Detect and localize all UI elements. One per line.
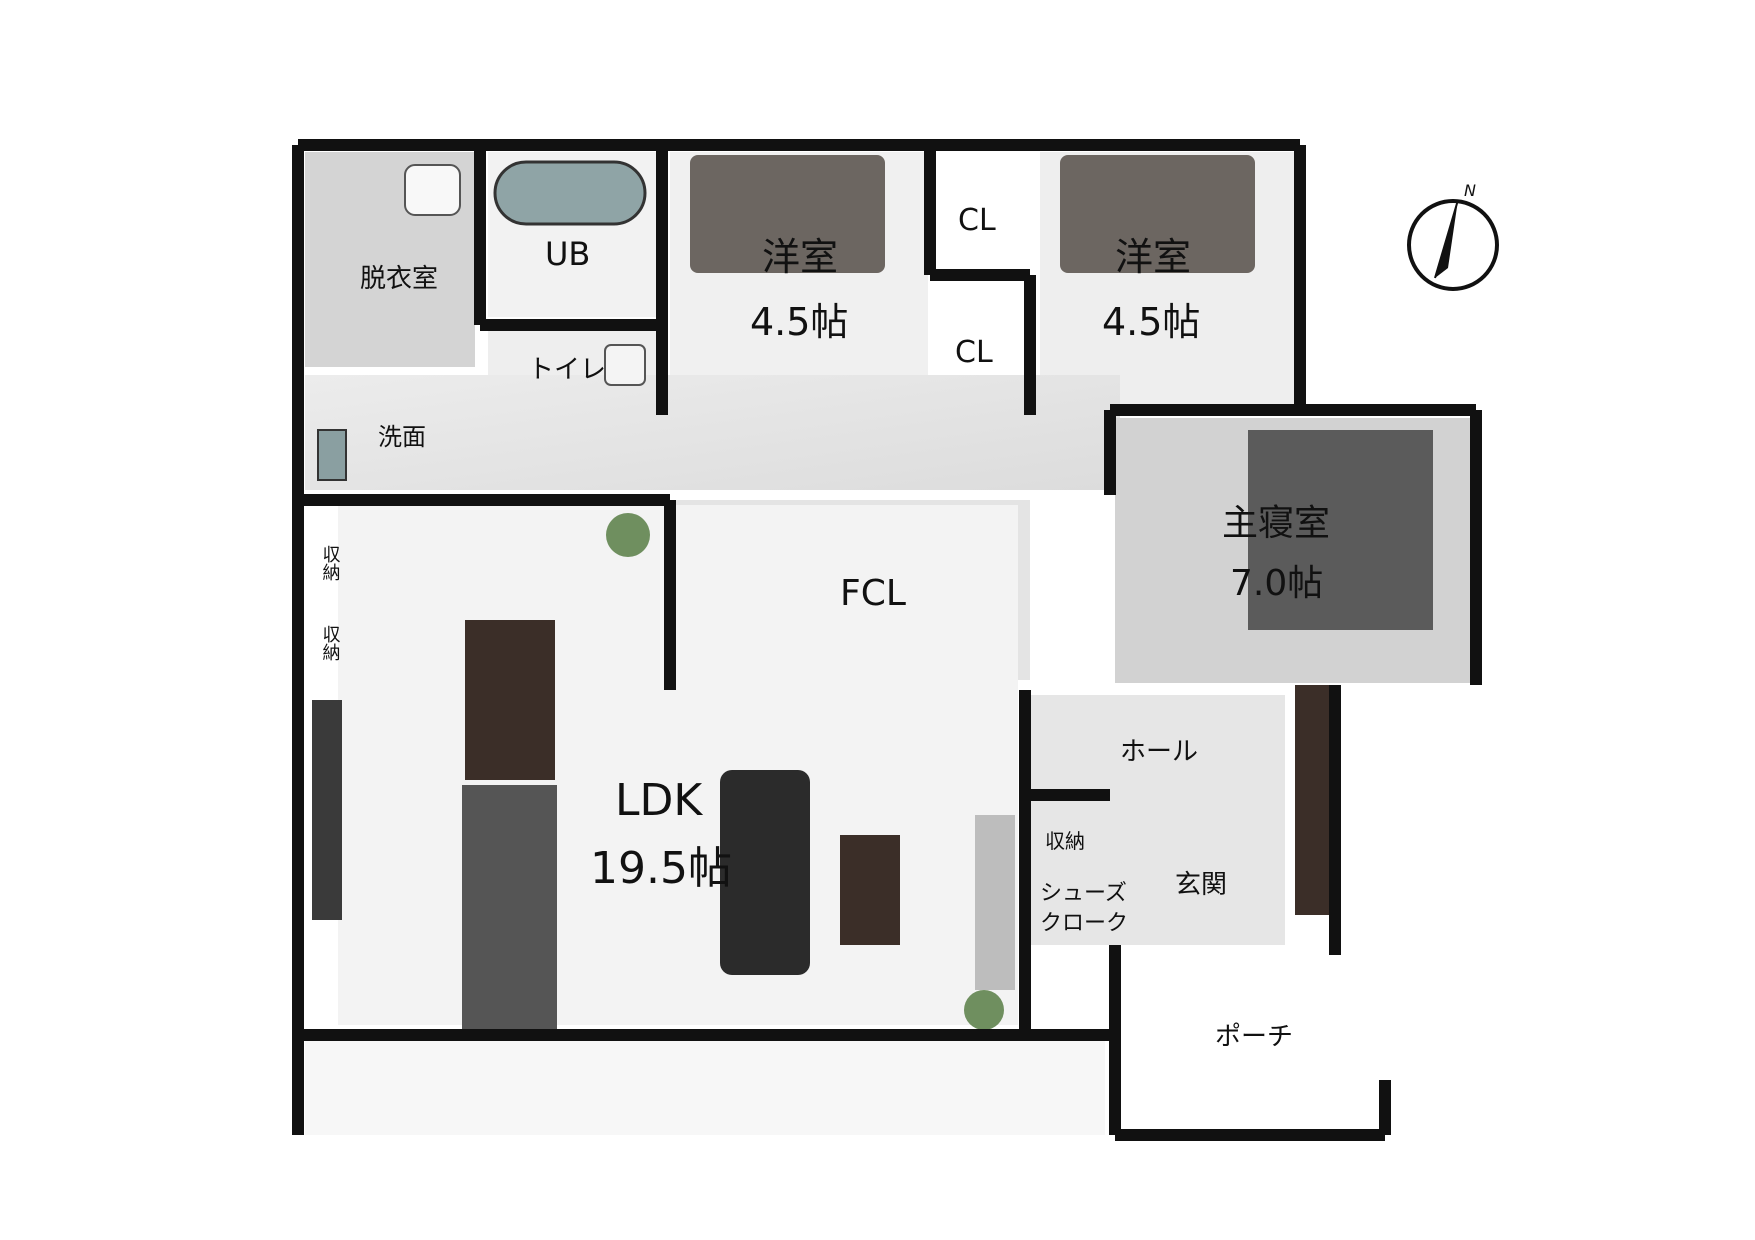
label-shoes-line1: シューズ [1040,881,1127,906]
toilet-fixture-icon [604,344,646,386]
room-labels: 脱衣室 UB 洋室 4.5帖 CL CL 洋室 4.5帖 トイレ 洗面 主寝室 … [320,203,1331,1052]
double-bed-icon [1248,430,1433,630]
label-dressing: 脱衣室 [360,264,438,294]
floor-corridor [305,375,1120,490]
label-western2-size: 4.5帖 [1102,300,1200,344]
label-master-name: 主寝室 [1222,503,1330,544]
bed-icon [1060,155,1255,273]
floor-ldk [338,505,1018,1025]
label-storage2: 収納 [320,625,341,661]
label-ldk-name: LDK [615,775,703,826]
bed-icon [690,155,885,273]
walls [292,139,1482,1141]
label-ldk-size: 19.5帖 [590,843,732,894]
label-porch: ポーチ [1215,1022,1293,1052]
label-master-size: 7.0帖 [1230,563,1323,604]
floor-deck [305,1040,1105,1135]
label-entrance: 玄関 [1175,870,1227,900]
entry-bench-icon [1295,685,1330,915]
compass-icon: N [1407,181,1499,291]
sofa-icon [720,770,810,975]
label-western1-size: 4.5帖 [750,300,848,344]
coffee-table-icon [840,835,900,945]
label-storage3: 収納 [1045,829,1085,853]
sink-icon [317,429,347,481]
label-fcl: FCL [840,573,906,614]
plant-icon [964,990,1004,1030]
label-cl1: CL [958,203,996,238]
label-western2-name: 洋室 [1115,235,1191,279]
label-shoes-line2: クローク [1040,911,1128,936]
label-hall: ホール [1120,737,1198,767]
kitchen-counter-icon [462,785,557,1035]
floor-porch [1118,945,1383,1125]
label-washroom: 洗面 [378,423,426,451]
furniture [312,155,1433,1035]
north-label: N [1464,181,1476,200]
label-cl2: CL [955,335,993,370]
label-western1-name: 洋室 [762,235,838,279]
toilet-bowl-icon [404,164,461,216]
label-toilet: トイレ [528,355,606,385]
label-ub: UB [545,235,590,273]
label-storage1: 収納 [320,545,341,581]
bathtub-icon [493,160,647,226]
plant-icon [606,513,650,557]
dining-table-icon [465,620,555,780]
floor-hall [1030,695,1285,945]
shoe-storage-icon [975,815,1015,990]
tv-unit-icon [312,700,342,920]
